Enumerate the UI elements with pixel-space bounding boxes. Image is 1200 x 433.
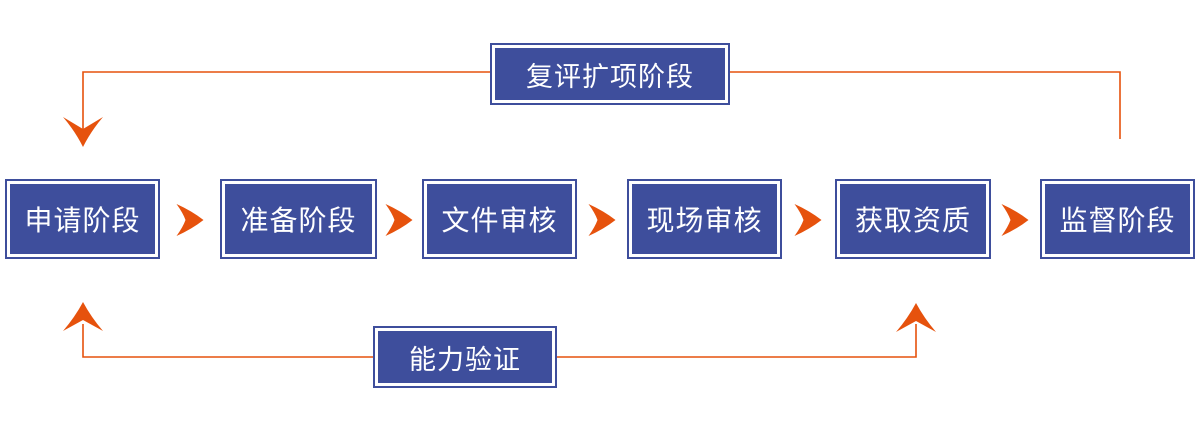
stage-box-preparation: 准备阶段 [220, 179, 377, 259]
stage-box-application: 申请阶段 [5, 179, 160, 259]
stage-label: 准备阶段 [225, 184, 372, 254]
stage-label: 获取资质 [840, 184, 986, 254]
stage-box-supervision: 监督阶段 [1040, 179, 1195, 259]
chevron-right-icon [385, 204, 413, 236]
chevron-right-icon [1001, 204, 1029, 236]
arrow-up-icon [896, 303, 936, 332]
bottom-loop-box: 能力验证 [373, 326, 557, 388]
arrow-up-icon [63, 302, 103, 331]
chevron-right-icon [588, 204, 616, 236]
stage-label: 文件审核 [427, 184, 572, 254]
chevron-right-icon [176, 204, 204, 236]
top-loop-label: 复评扩项阶段 [495, 48, 725, 100]
stage-label: 申请阶段 [10, 184, 155, 254]
chevron-right-icon [794, 204, 822, 236]
stage-box-onsite-review: 现场审核 [627, 179, 782, 259]
stage-box-obtain-qualification: 获取资质 [835, 179, 991, 259]
stage-label: 现场审核 [632, 184, 777, 254]
top-loop-box: 复评扩项阶段 [490, 43, 730, 105]
stage-label: 监督阶段 [1045, 184, 1190, 254]
stage-box-document-review: 文件审核 [422, 179, 577, 259]
arrow-down-icon [63, 117, 103, 147]
bottom-loop-label: 能力验证 [378, 331, 552, 383]
